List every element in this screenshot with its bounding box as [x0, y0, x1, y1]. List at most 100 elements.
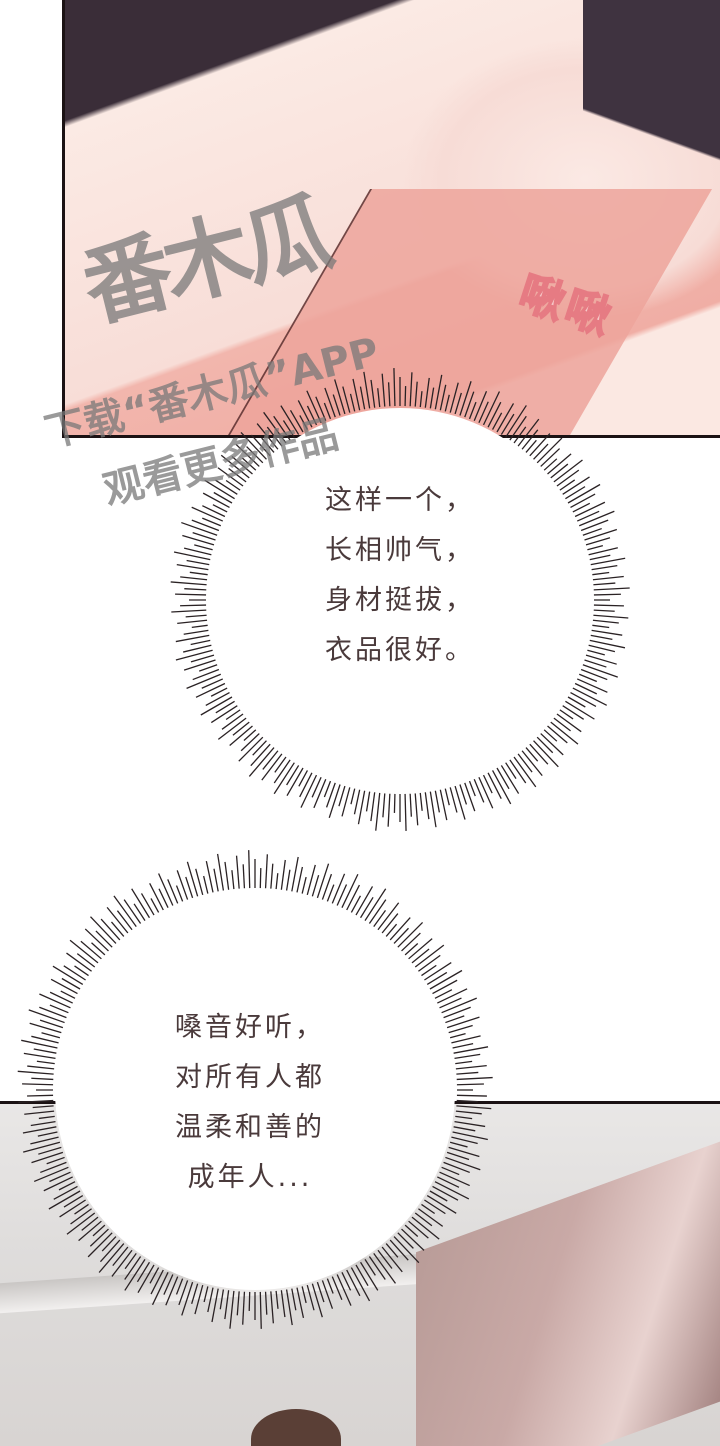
bubble-spike	[232, 870, 234, 889]
bubble-spike	[287, 765, 299, 785]
bubble-spike	[347, 1270, 360, 1296]
bubble-spike	[444, 1162, 470, 1172]
bubble-spike	[430, 388, 433, 409]
bubble-spike	[180, 605, 206, 606]
bubble-spike	[192, 625, 208, 627]
bubble-spike	[514, 427, 526, 443]
bubble-spike	[37, 1061, 55, 1063]
bubble-spike	[44, 1177, 73, 1191]
bubble-spike	[177, 620, 207, 623]
bubble-spike	[47, 1157, 65, 1163]
bubble-spike	[38, 1132, 58, 1136]
bubble-spike	[40, 1162, 66, 1172]
bubble-spike	[317, 864, 328, 898]
bubble-spike	[220, 1290, 223, 1310]
bubble-spike	[361, 897, 374, 917]
bubble-spike	[501, 414, 514, 434]
bubble-spike	[424, 1200, 445, 1214]
bubble-spike	[190, 572, 208, 574]
bubble-spike	[465, 783, 475, 811]
bubble-spike	[430, 792, 436, 828]
bubble-spike	[29, 1010, 65, 1023]
bubble-spike	[184, 548, 211, 555]
bubble-spike	[390, 1240, 408, 1260]
bubble-spike	[283, 421, 294, 438]
bubble-spike	[410, 794, 411, 817]
text-line: 温柔和善的	[145, 1103, 355, 1153]
bubble-spike	[488, 773, 501, 799]
bubble-spike	[367, 792, 370, 812]
bubble-spike	[82, 1217, 98, 1230]
bubble-spike	[327, 885, 333, 902]
bubble-spike	[437, 989, 467, 1003]
bubble-spike	[51, 979, 77, 993]
bubble-spike	[425, 792, 429, 819]
bubble-spike	[451, 1137, 477, 1143]
bubble-spike	[241, 734, 259, 751]
bubble-spike	[594, 594, 621, 595]
bubble-spike	[33, 1106, 54, 1108]
bubble-spike	[526, 748, 538, 762]
bubble-spike	[150, 883, 164, 910]
bubble-spike	[214, 493, 232, 504]
bubble-spike	[31, 1036, 58, 1043]
bubble-spike	[71, 1209, 92, 1224]
bubble-spike	[159, 873, 173, 905]
bubble-spike	[271, 864, 273, 889]
bubble-spike	[271, 1291, 274, 1323]
bubble-spike	[442, 1167, 460, 1174]
bubble-spike	[34, 1049, 57, 1053]
bubble-spike	[440, 1172, 470, 1185]
bubble-spike	[247, 447, 263, 463]
bubble-spike	[23, 1127, 56, 1133]
bubble-spike	[34, 1167, 68, 1181]
bubble-spike	[225, 862, 229, 890]
bubble-spike	[470, 781, 476, 796]
bubble-spike	[456, 1111, 482, 1114]
bubble-spike	[591, 558, 625, 564]
bubble-spike	[182, 536, 214, 545]
bubble-spike	[206, 861, 213, 892]
bubble-spike	[376, 793, 380, 831]
bubble-spike	[204, 876, 208, 894]
bubble-spike	[371, 380, 375, 408]
bubble-spike	[222, 714, 243, 729]
bubble-spike	[297, 867, 302, 892]
bubble-spike	[378, 388, 380, 407]
bubble-spike	[575, 684, 597, 694]
bubble-spike	[587, 546, 602, 550]
bubble-spike	[102, 1237, 116, 1252]
bubble-spike	[435, 791, 439, 813]
bubble-spike	[213, 505, 227, 512]
bubble-spike	[457, 1095, 487, 1096]
bubble-spike	[351, 394, 355, 412]
bubble-spike	[193, 670, 219, 680]
bubble-spike	[312, 875, 318, 896]
bubble-spike	[451, 1036, 480, 1043]
bubble-spike	[518, 754, 532, 772]
bubble-spike	[124, 900, 140, 924]
bubble-spike	[563, 706, 584, 720]
bubble-spike	[292, 1289, 296, 1311]
bubble-spike	[457, 1101, 478, 1102]
bubble-spike	[420, 793, 422, 811]
bubble-spike	[440, 790, 446, 820]
bubble-spike	[592, 566, 618, 570]
bubble-spike	[212, 1289, 218, 1322]
bubble-spike	[263, 751, 278, 770]
thought-bubble-2-text: 嗓音好听， 对所有人都 温柔和善的 成年人...	[145, 1003, 355, 1203]
bubble-spike	[354, 790, 359, 814]
bubble-spike	[332, 874, 344, 904]
bubble-spike	[551, 464, 568, 478]
bubble-spike	[39, 1116, 55, 1118]
bubble-spike	[281, 860, 285, 890]
bubble-spike	[187, 560, 210, 564]
bubble-spike	[488, 402, 501, 427]
bubble-spike	[24, 1111, 54, 1114]
bubble-spike	[18, 1101, 53, 1103]
bubble-spike	[117, 911, 132, 930]
bubble-spike	[450, 1034, 465, 1038]
bubble-spike	[42, 1033, 60, 1038]
bubble-spike	[575, 502, 605, 516]
bubble-spike	[457, 1084, 484, 1085]
